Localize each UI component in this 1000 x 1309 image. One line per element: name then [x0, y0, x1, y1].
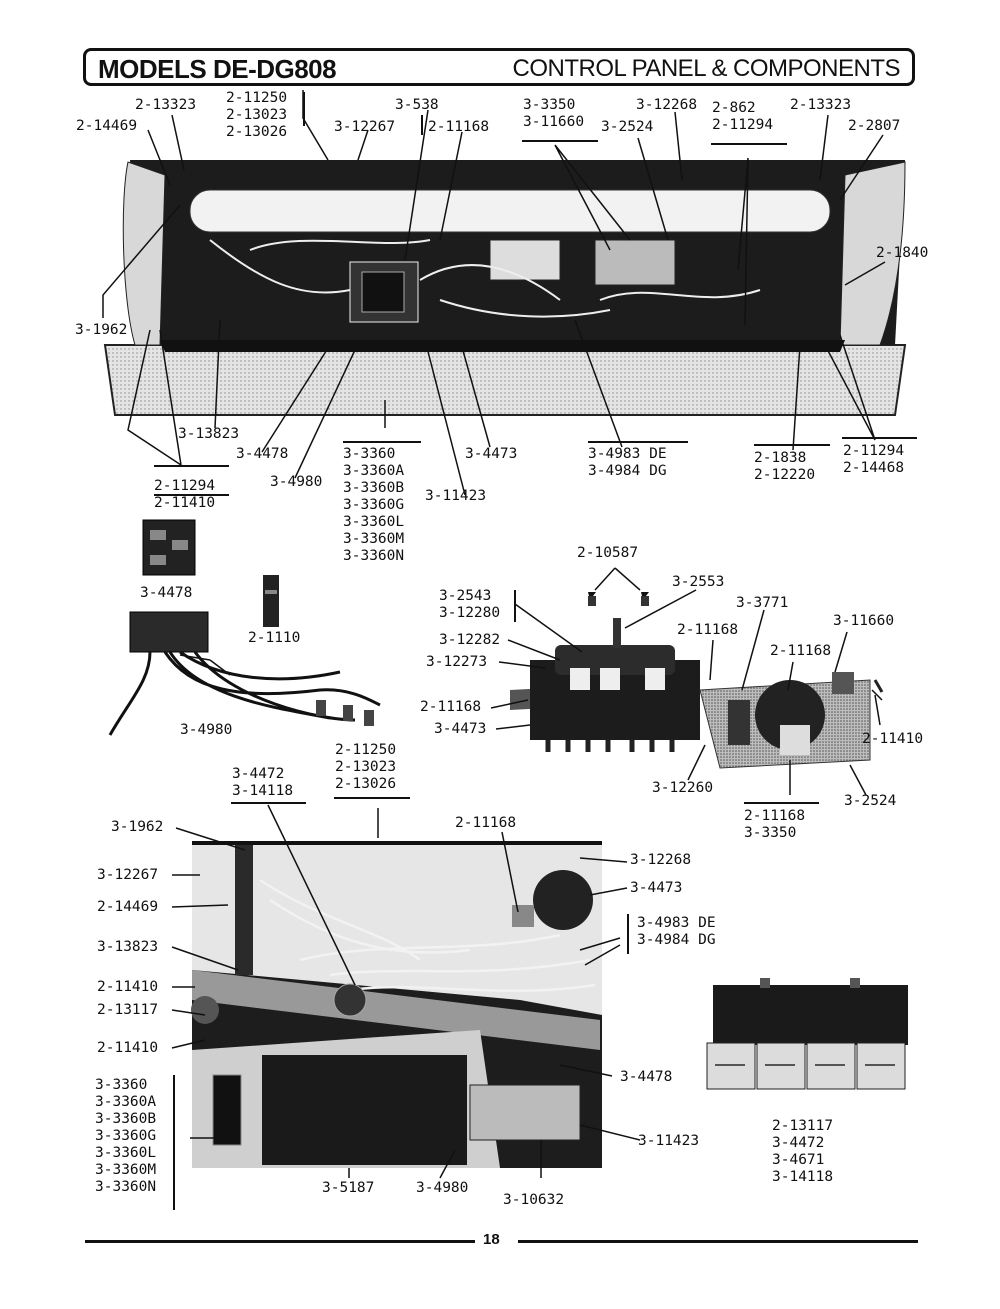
pushbutton-switch — [263, 575, 279, 627]
label-3-4980-mid: 3-4980 — [180, 722, 233, 738]
label-2-13323-left: 2-13323 — [135, 97, 197, 113]
label-2-14469: 2-14469 — [76, 118, 138, 134]
leader-lines-middle — [179, 567, 883, 796]
label-2-11168-mid-b: 2-11168 — [770, 643, 832, 659]
group-underline — [231, 802, 306, 804]
label-3-2553: 3-2553 — [672, 574, 725, 590]
group-overline — [744, 802, 819, 804]
label-3-4478-mid: 3-4478 — [140, 585, 193, 601]
label-3-1962-low: 3-1962 — [111, 819, 164, 835]
group-overline — [842, 437, 917, 439]
label-3-11660-mid: 3-11660 — [833, 613, 895, 629]
label-group-2-11250-top: 2-11250 2-13023 2-13026 — [226, 90, 288, 140]
footer-rule-right — [518, 1240, 918, 1243]
label-3-12268-top: 3-12268 — [636, 97, 698, 113]
bracket-bar — [303, 92, 305, 126]
label-2-11410-mid: 2-11410 — [862, 731, 924, 747]
label-3-2524-mid: 3-2524 — [844, 793, 897, 809]
group-overline — [754, 444, 830, 446]
wiring-harness — [108, 611, 381, 736]
page-header: MODELS DE-DG808 CONTROL PANEL & COMPONEN… — [83, 48, 915, 86]
label-2-11168-top: 2-11168 — [428, 119, 490, 135]
label-group-3-3360-low: 3-3360 3-3360A 3-3360B 3-3360G 3-3360L 3… — [95, 1077, 157, 1195]
label-3-5187: 3-5187 — [322, 1180, 375, 1196]
bracket-bar — [627, 914, 629, 954]
label-3-4980-low: 3-4980 — [416, 1180, 469, 1196]
label-group-3-2543: 3-2543 3-12280 — [439, 588, 501, 621]
timer-module — [142, 519, 196, 576]
label-2-11410-low-a: 2-11410 — [97, 979, 159, 995]
label-3-12273: 3-12273 — [426, 654, 488, 670]
label-group-2-11168-mid: 2-11168 3-3350 — [744, 808, 806, 841]
bracket-bar — [421, 115, 423, 135]
group-overline — [154, 465, 229, 467]
models-title: MODELS DE-DG808 — [98, 54, 337, 84]
group-underline — [154, 494, 229, 496]
control-panel-photo — [103, 160, 907, 416]
label-2-2807: 2-2807 — [848, 118, 901, 134]
footer-rule-left — [85, 1240, 475, 1243]
interior-closeup-photo — [191, 841, 602, 1168]
label-3-12267-low: 3-12267 — [97, 867, 159, 883]
bracket-bar — [514, 590, 516, 622]
leader-lines-lower — [171, 804, 641, 1179]
label-2-1110: 2-1110 — [248, 630, 301, 646]
label-group-3-4983-low: 3-4983 DE 3-4984 DG — [637, 915, 716, 948]
label-group-3-4472: 3-4472 3-14118 — [232, 766, 294, 799]
label-3-1962-top: 3-1962 — [75, 322, 128, 338]
label-group-2-862: 2-862 2-11294 — [712, 100, 774, 133]
label-2-11168-mid-a: 2-11168 — [677, 622, 739, 638]
group-overline — [343, 441, 421, 443]
label-group-3-3360-top: 3-3360 3-3360A 3-3360B 3-3360G 3-3360L 3… — [343, 446, 405, 564]
label-3-10632: 3-10632 — [503, 1192, 565, 1208]
label-3-11423-low: 3-11423 — [638, 1133, 700, 1149]
label-group-2-13117: 2-13117 3-4472 3-4671 3-14118 — [772, 1118, 834, 1185]
pushbutton-bank — [706, 978, 908, 1090]
label-2-13323-right: 2-13323 — [790, 97, 852, 113]
switch-board-assembly — [510, 592, 884, 769]
label-2-11410-low-b: 2-11410 — [97, 1040, 159, 1056]
label-group-2-1838: 2-1838 2-12220 — [754, 450, 816, 483]
label-3-13823-low: 3-13823 — [97, 939, 159, 955]
label-2-10587: 2-10587 — [577, 545, 639, 561]
label-3-4473-mid: 3-4473 — [434, 721, 487, 737]
label-group-2-11294-right: 2-11294 2-14468 — [843, 443, 905, 476]
group-underline — [334, 797, 410, 799]
label-2-14469-low: 2-14469 — [97, 899, 159, 915]
label-3-3771: 3-3771 — [736, 595, 789, 611]
label-group-3-3350-top: 3-3350 3-11660 — [523, 97, 585, 130]
label-3-4478-top: 3-4478 — [236, 446, 289, 462]
group-underline — [711, 143, 787, 145]
label-3-2524-top: 3-2524 — [601, 119, 654, 135]
label-2-1840: 2-1840 — [876, 245, 929, 261]
group-underline — [522, 140, 598, 142]
label-group-2-11294-left: 2-11294 2-11410 — [154, 478, 216, 511]
bracket-bar — [173, 1075, 175, 1210]
label-2-11168-mid-c: 2-11168 — [420, 699, 482, 715]
label-3-13823-top: 3-13823 — [178, 426, 240, 442]
label-group-2-11250-low: 2-11250 2-13023 2-13026 — [335, 742, 397, 792]
leader-lines-bottom — [127, 319, 876, 496]
page-number: 18 — [483, 1231, 500, 1248]
label-3-4980-top: 3-4980 — [270, 474, 323, 490]
label-3-11423-top: 3-11423 — [425, 488, 487, 504]
label-2-13117-low: 2-13117 — [97, 1002, 159, 1018]
group-overline — [588, 441, 688, 443]
label-3-12282: 3-12282 — [439, 632, 501, 648]
label-3-12267-top: 3-12267 — [334, 119, 396, 135]
label-group-3-4983-top: 3-4983 DE 3-4984 DG — [588, 446, 667, 479]
section-title: CONTROL PANEL & COMPONENTS — [512, 55, 901, 82]
label-3-12260: 3-12260 — [652, 780, 714, 796]
label-3-12268-low: 3-12268 — [630, 852, 692, 868]
label-3-538: 3-538 — [395, 97, 439, 113]
label-2-11168-low: 2-11168 — [455, 815, 517, 831]
label-3-4473-low: 3-4473 — [630, 880, 683, 896]
label-3-4473-top: 3-4473 — [465, 446, 518, 462]
label-3-4478-low: 3-4478 — [620, 1069, 673, 1085]
